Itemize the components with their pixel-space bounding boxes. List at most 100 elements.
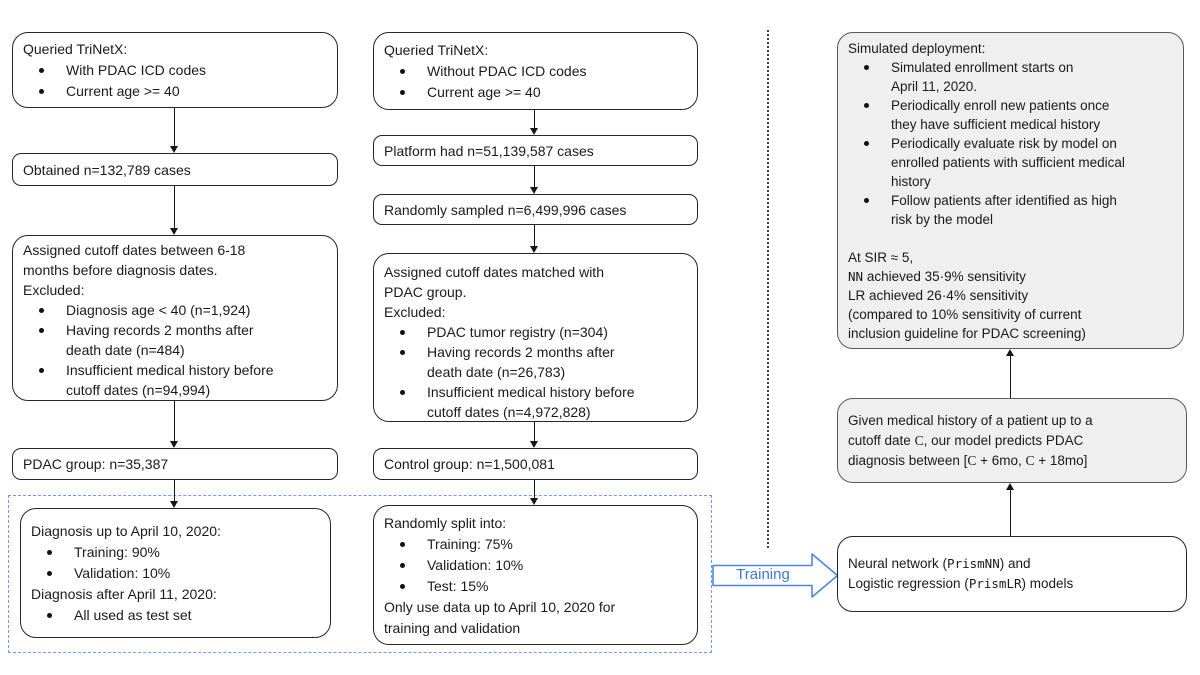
arrow-head-icon [530, 246, 538, 253]
bullet-dot [39, 89, 44, 94]
bullet-dot [39, 68, 44, 73]
text-line: Randomly sampled n=6,499,996 cases [384, 201, 627, 218]
bullet-item: PDAC tumor registry (n=304) [384, 322, 687, 342]
bullet-dot [400, 542, 405, 547]
text-segment-serif: C [914, 433, 924, 448]
text-segment: ) models [1021, 576, 1074, 591]
bullet-text: Insufficient medical history before cuto… [427, 382, 635, 422]
text-line: Test: 15% [427, 578, 489, 594]
arrow-head-icon [170, 146, 178, 153]
bullet-text: PDAC tumor registry (n=304) [427, 322, 608, 342]
text-segment-serif: C [1025, 453, 1035, 468]
bullet-item: Diagnosis age < 40 (n=1,924) [23, 300, 327, 320]
bullet-item: Current age >= 40 [23, 81, 327, 102]
arrow-head-icon [530, 187, 538, 194]
bullet-dot [864, 65, 869, 70]
control-split-box: Randomly split into: Training: 75% Valid… [373, 505, 698, 645]
arrow-head-icon [530, 441, 538, 448]
bullet-text: Having records 2 months after death date… [66, 320, 254, 360]
text-line: Insufficient medical history before [66, 362, 274, 378]
text-line: Validation: 10% [74, 565, 171, 581]
bullet-text: Periodically enroll new patients once th… [891, 96, 1109, 134]
text-line: Simulated deployment: [848, 41, 986, 56]
bullet-item: Having records 2 months after death date… [23, 320, 327, 360]
arrow-stem [1009, 355, 1012, 398]
blank-line [848, 229, 1173, 248]
text-segment: Neural network ( [848, 556, 948, 571]
text-segment: + 6mo, [976, 453, 1026, 468]
bullet-dot [47, 613, 52, 618]
flow-arrow-down [530, 110, 539, 135]
text-line: Periodically evaluate risk by model on [891, 136, 1117, 151]
bullet-item: Follow patients after identified as high… [848, 191, 1173, 229]
arrow-stem [173, 480, 176, 502]
arrow-head-icon [170, 501, 178, 508]
flow-arrow-down [170, 401, 179, 448]
text-line: Assigned cutoff dates between 6-18 [23, 242, 246, 258]
arrow-head-icon [170, 228, 178, 235]
text-segment-mono: PrismLR [968, 576, 1022, 591]
sampled-cases-box: Randomly sampled n=6,499,996 cases [373, 194, 698, 225]
text-line: cutoff dates (n=4,972,828) [427, 404, 591, 420]
bullet-item: Training: 75% [384, 534, 687, 555]
text-segment: achieved 35·9% sensitivity [863, 269, 1026, 284]
text-line: Having records 2 months after [66, 322, 254, 338]
text-line: Having records 2 months after [427, 344, 615, 360]
models-box: Neural network (PrismNN) and Logistic re… [837, 536, 1187, 612]
text-line: Queried TriNetX: [384, 42, 489, 58]
bullet-item: Insufficient medical history before cuto… [23, 360, 327, 400]
bullet-text: Diagnosis age < 40 (n=1,924) [66, 300, 250, 320]
training-arrow [712, 553, 839, 598]
text-segment-serif: C [967, 453, 977, 468]
bullet-item: With PDAC ICD codes [23, 60, 327, 81]
pdac-group-box: PDAC group: n=35,387 [12, 448, 338, 480]
text-line: Randomly split into: [384, 515, 507, 531]
text-line: Simulated enrollment starts on [891, 60, 1074, 75]
text-line: risk by the model [891, 212, 994, 227]
text-line: All used as test set [74, 607, 192, 623]
arrow-head-icon [530, 128, 538, 135]
text-line: death date (n=484) [66, 342, 185, 358]
arrow-stem [173, 108, 176, 147]
bullet-item: Periodically enroll new patients once th… [848, 96, 1173, 134]
bullet-item: Training: 90% [31, 542, 320, 563]
bullet-dot [400, 69, 405, 74]
text-line: LR achieved 26·4% sensitivity [848, 288, 1029, 303]
text-line: Excluded: [23, 282, 85, 298]
text-line: Diagnosis after April 11, 2020: [31, 586, 217, 602]
text-line: enrolled patients with sufficient medica… [891, 155, 1125, 170]
control-cutoff-exclusion-box: Assigned cutoff dates matched with PDAC … [373, 253, 698, 422]
bullet-dot [47, 571, 52, 576]
arrow-stem [173, 186, 176, 229]
text-line: With PDAC ICD codes [66, 62, 207, 78]
text-line: PDAC group. [384, 284, 467, 300]
text-segment: cutoff date [848, 433, 915, 448]
bullet-dot [400, 390, 405, 395]
text-line: they have sufficient medical history [891, 117, 1101, 132]
flow-arrow-down [170, 186, 179, 235]
bullet-dot [39, 328, 44, 333]
flow-arrow-down [530, 225, 539, 253]
text-line: months before diagnosis dates. [23, 262, 218, 278]
text-line: Given medical history of a patient up to… [848, 413, 1093, 428]
bullet-dot [400, 584, 405, 589]
arrow-stem [533, 422, 536, 442]
prediction-window-box: Given medical history of a patient up to… [837, 398, 1187, 483]
text-line: Control group: n=1,500,081 [384, 456, 555, 472]
training-arrow-label: Training [736, 566, 790, 583]
bullet-item: Simulated enrollment starts on April 11,… [848, 58, 1173, 96]
bullet-item: All used as test set [31, 605, 320, 626]
platform-cases-box: Platform had n=51,139,587 cases [373, 135, 698, 166]
text-line: Obtained n=132,789 cases [23, 161, 191, 178]
control-query-box: Queried TriNetX: Without PDAC ICD codes … [373, 32, 698, 110]
bullet-item: Insufficient medical history before cuto… [384, 382, 687, 422]
text-line: Excluded: [384, 304, 446, 320]
bullet-dot [864, 103, 869, 108]
text-line: PDAC tumor registry (n=304) [427, 324, 608, 340]
bullet-text: Simulated enrollment starts on April 11,… [891, 58, 1073, 96]
arrow-head-icon [1006, 483, 1014, 490]
text-line: death date (n=26,783) [427, 364, 566, 380]
bullet-text: Periodically evaluate risk by model on e… [891, 134, 1125, 191]
flow-arrow-down [530, 166, 539, 194]
text-line: Neural network (PrismNN) and [848, 554, 1176, 574]
